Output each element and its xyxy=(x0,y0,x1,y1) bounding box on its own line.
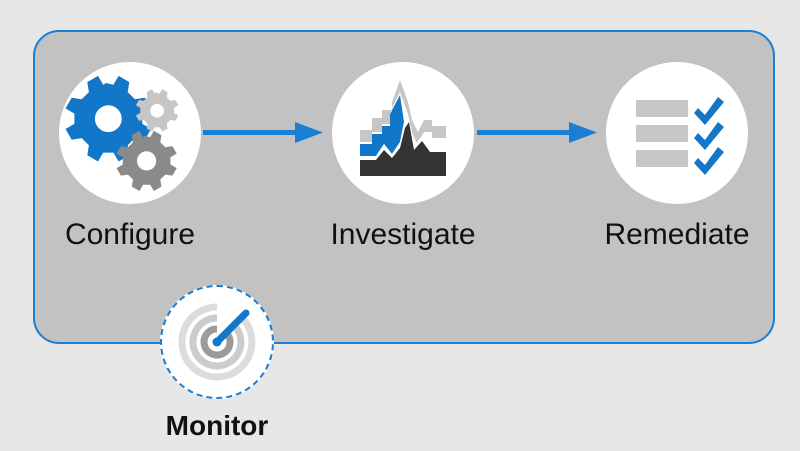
stage-remediate-circle xyxy=(606,62,748,204)
radar-gauge-icon xyxy=(178,303,256,381)
stage-remediate[interactable]: Remediate xyxy=(602,62,752,252)
stage-remediate-label: Remediate xyxy=(604,218,750,251)
stage-monitor-label: Monitor xyxy=(165,410,269,441)
arrow-configure-to-investigate xyxy=(203,116,323,150)
stage-investigate-label: Investigate xyxy=(330,218,476,251)
stage-configure[interactable]: Configure xyxy=(55,62,205,252)
checklist-icon xyxy=(636,97,724,175)
stage-configure-label: Configure xyxy=(64,218,196,251)
stage-monitor[interactable]: Monitor xyxy=(155,285,279,443)
arrow-investigate-to-remediate xyxy=(477,116,597,150)
stage-monitor-circle xyxy=(160,285,274,399)
stage-investigate[interactable]: Investigate xyxy=(328,62,478,252)
stage-configure-circle xyxy=(59,62,201,204)
area-chart-icon xyxy=(360,80,446,176)
gears-icon xyxy=(65,75,179,191)
stage-investigate-circle xyxy=(332,62,474,204)
